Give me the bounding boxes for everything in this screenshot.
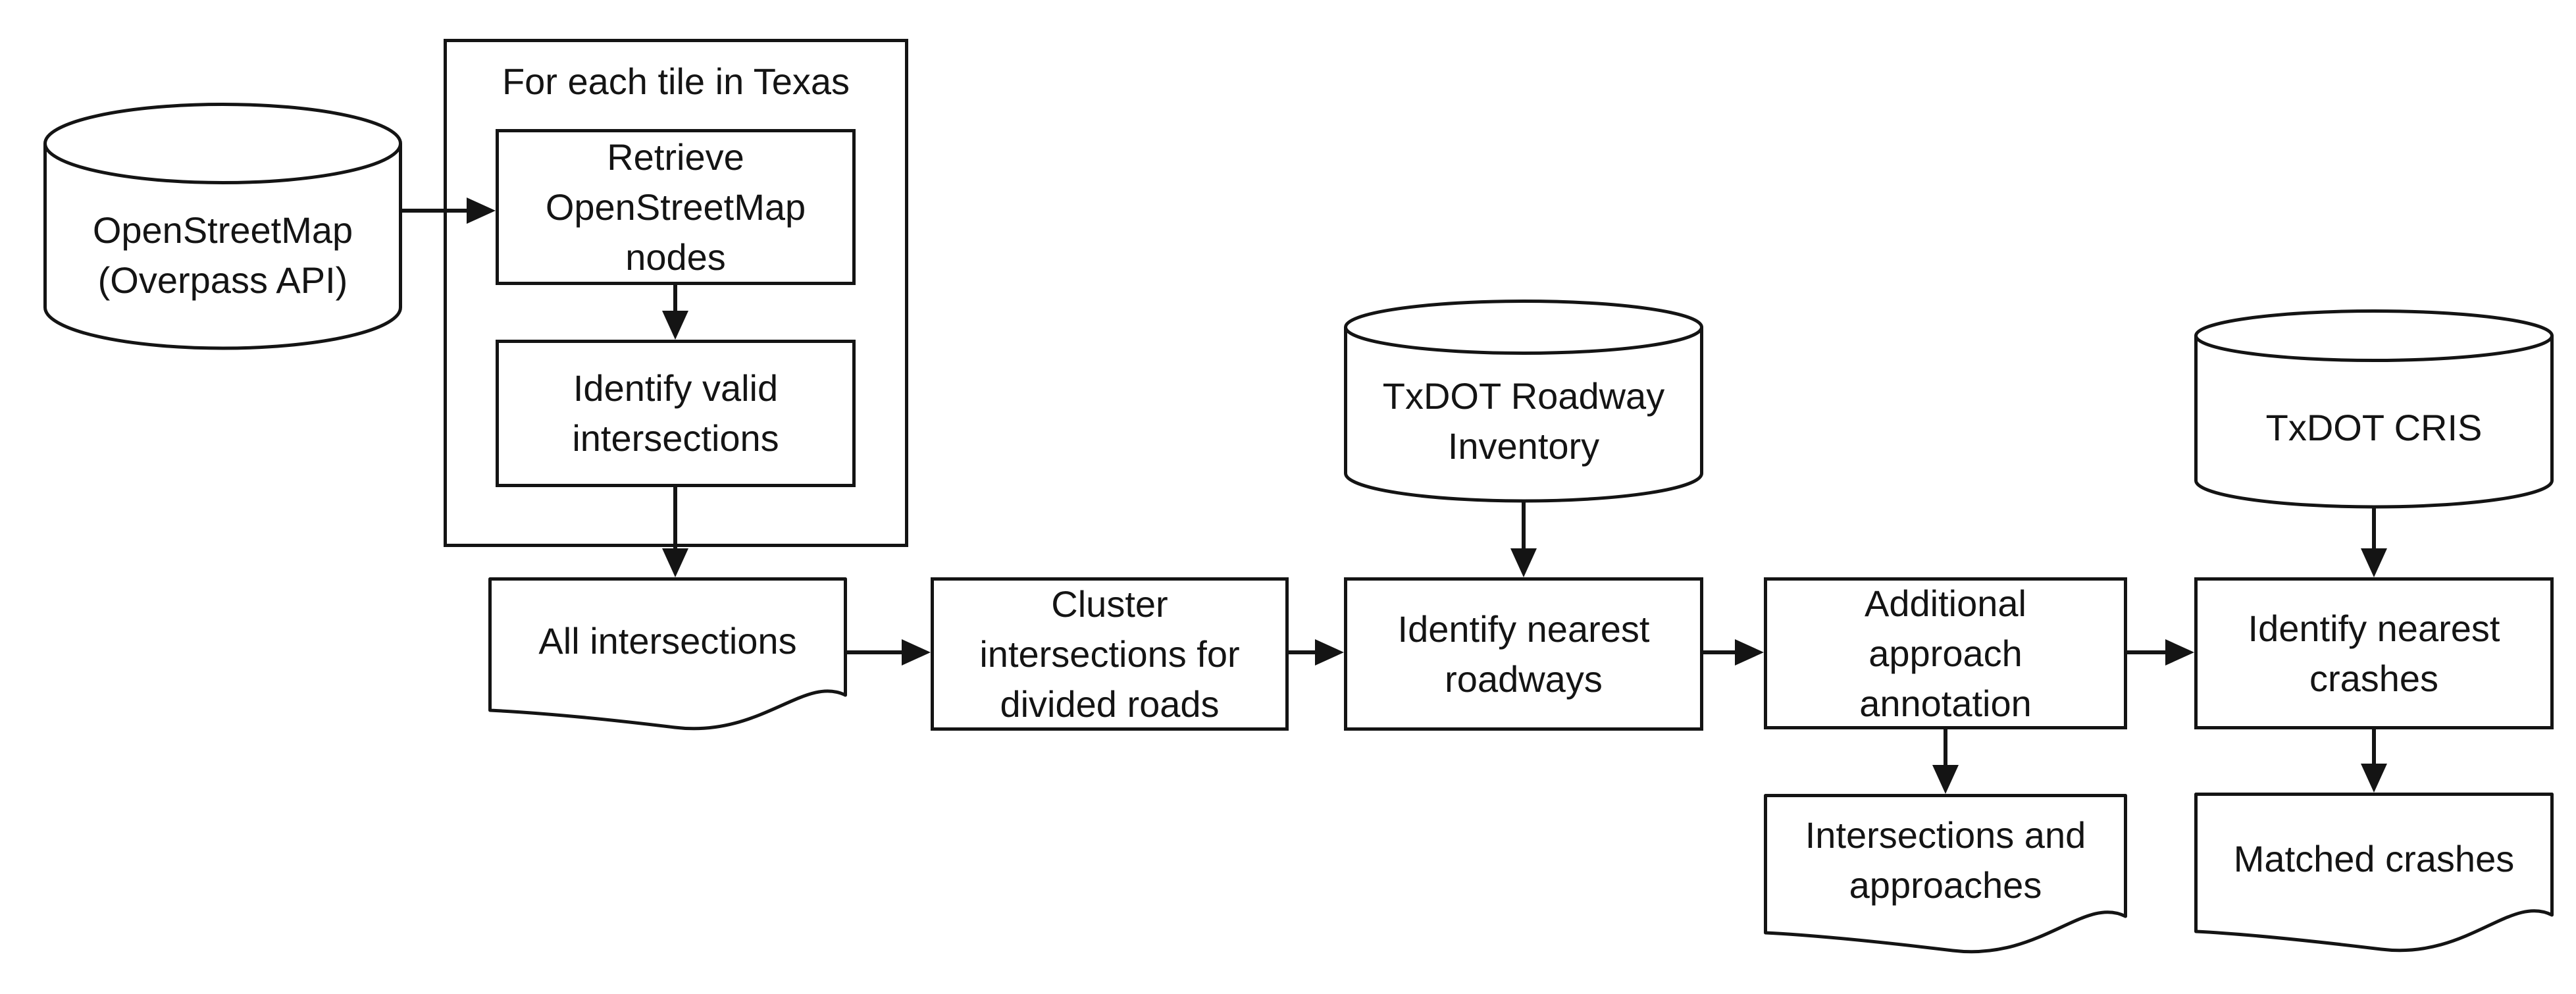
process-identify-nearest-crashes-label: Identify nearest crashes	[2248, 604, 2500, 704]
arrowhead-icon	[467, 197, 496, 224]
arrowhead-icon	[662, 311, 688, 340]
label-line: Matched crashes	[2233, 837, 2515, 879]
document-shape	[1764, 794, 2127, 954]
label-line: annotation	[1859, 682, 2032, 724]
arrowhead-icon	[1510, 548, 1537, 577]
arrow-retrieve-to-identify-valid	[662, 285, 688, 340]
arrowhead-icon	[1315, 639, 1344, 666]
datastore-txdot-cris: TxDOT CRIS	[2194, 309, 2554, 509]
label-line: OpenStreetMap	[92, 209, 353, 251]
cylinder-shape	[1344, 300, 1703, 503]
datastore-openstreetmap-label: OpenStreetMap (Overpass API)	[43, 175, 402, 335]
arrowhead-icon	[902, 639, 931, 666]
process-identify-nearest-roadways: Identify nearest roadways	[1344, 577, 1703, 731]
label-line: All intersections	[538, 619, 797, 662]
datastore-txdot-roadway-inventory: TxDOT Roadway Inventory	[1344, 300, 1703, 503]
label-line: Identify nearest	[1397, 608, 1650, 650]
label-line: (Overpass API)	[97, 259, 348, 301]
arrowhead-icon	[1932, 765, 1959, 794]
label-line: Cluster	[1051, 583, 1168, 625]
label-line: intersections	[572, 417, 779, 459]
arrow-identify-crashes-to-matched-crashes	[2361, 729, 2387, 793]
arrow-roadway-inventory-to-identify-roadways	[1510, 500, 1537, 577]
document-intersections-and-approaches: Intersections and approaches	[1764, 794, 2127, 955]
label-line: roadways	[1445, 658, 1603, 700]
process-additional-approach-annotation: Additional approach annotation	[1764, 577, 2127, 729]
label-line: approaches	[1849, 864, 2042, 906]
arrow-cris-to-identify-crashes	[2361, 506, 2387, 577]
arrowhead-icon	[662, 548, 688, 577]
arrow-all-intersections-to-cluster	[847, 639, 931, 666]
process-cluster-intersections: Cluster intersections for divided roads	[931, 577, 1289, 731]
arrowhead-icon	[1735, 639, 1764, 666]
label-line: crashes	[2309, 657, 2439, 699]
arrow-cluster-to-identify-roadways	[1289, 639, 1344, 666]
label-line: Inventory	[1447, 425, 1600, 467]
document-shape	[2194, 793, 2554, 953]
process-retrieve-osm-nodes-label: Retrieve OpenStreetMap nodes	[546, 132, 806, 282]
label-line: TxDOT CRIS	[2265, 407, 2483, 448]
arrow-additional-annotation-to-intersections-approaches	[1932, 729, 1959, 794]
process-additional-approach-annotation-label: Additional approach annotation	[1859, 579, 2032, 729]
cylinder-shape	[2194, 309, 2554, 509]
document-shape	[488, 577, 847, 731]
arrowhead-icon	[2165, 639, 2194, 666]
arrow-additional-annotation-to-identify-crashes	[2127, 639, 2194, 666]
datastore-txdot-cris-label: TxDOT CRIS	[2194, 358, 2554, 498]
process-retrieve-osm-nodes: Retrieve OpenStreetMap nodes	[496, 129, 856, 285]
label-line: approach	[1868, 632, 2022, 674]
arrowhead-icon	[2361, 548, 2387, 577]
label-line: Identify nearest	[2248, 607, 2500, 649]
label-line: Identify valid	[573, 367, 779, 409]
label-line: intersections for	[979, 633, 1240, 675]
arrow-identify-roadways-to-additional-annotation	[1703, 639, 1764, 666]
datastore-txdot-roadway-inventory-label: TxDOT Roadway Inventory	[1344, 351, 1703, 492]
document-all-intersections: All intersections	[488, 577, 847, 732]
label-line: Additional	[1865, 582, 2026, 624]
arrowhead-icon	[2361, 764, 2387, 793]
label-line: Intersections and	[1805, 814, 2086, 856]
label-line: divided roads	[1000, 683, 1220, 725]
process-identify-nearest-crashes: Identify nearest crashes	[2194, 577, 2554, 729]
label-line: OpenStreetMap	[545, 186, 806, 228]
document-matched-crashes: Matched crashes	[2194, 793, 2554, 954]
datastore-openstreetmap: OpenStreetMap (Overpass API)	[43, 103, 402, 350]
document-intersections-and-approaches-label: Intersections and approaches	[1764, 794, 2127, 926]
arrow-osm-to-retrieve	[402, 197, 496, 224]
process-identify-valid-intersections: Identify valid intersections	[496, 340, 856, 487]
process-identify-nearest-roadways-label: Identify nearest roadways	[1398, 604, 1650, 704]
label-line: nodes	[625, 236, 726, 278]
process-cluster-intersections-label: Cluster intersections for divided roads	[979, 579, 1239, 729]
arrow-identify-valid-to-all-intersections	[662, 487, 688, 577]
cylinder-shape	[43, 103, 402, 350]
document-matched-crashes-label: Matched crashes	[2194, 793, 2554, 925]
label-line: TxDOT Roadway	[1382, 375, 1665, 417]
process-identify-valid-intersections-label: Identify valid intersections	[572, 363, 779, 463]
document-all-intersections-label: All intersections	[488, 577, 847, 704]
group-for-each-tile-label: For each tile in Texas	[502, 61, 850, 102]
label-line: Retrieve	[607, 136, 744, 178]
